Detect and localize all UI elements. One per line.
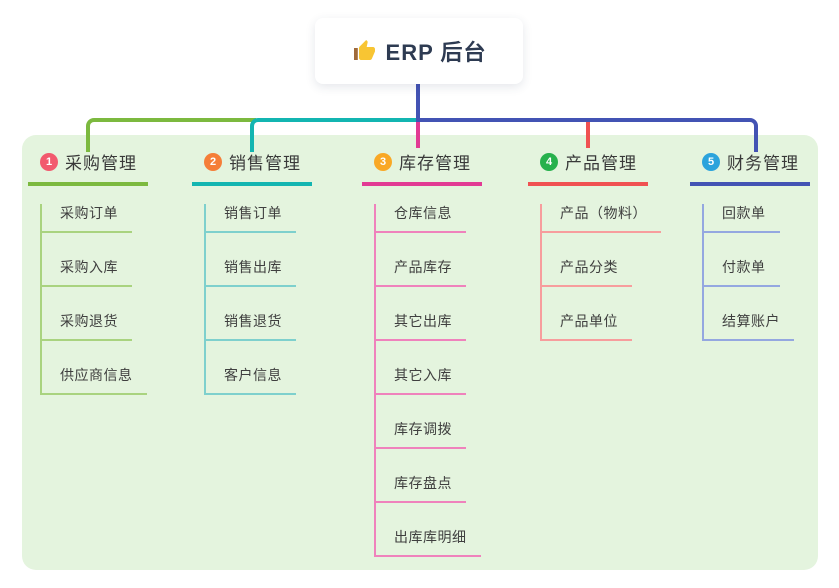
- mindmap-node[interactable]: 采购退货: [42, 312, 132, 341]
- branch-title-label: 产品管理: [565, 154, 637, 173]
- mindmap-node[interactable]: 产品单位: [542, 312, 632, 341]
- mindmap-background-panel: [22, 135, 818, 570]
- branch-connector-line: [586, 122, 590, 148]
- branch-1: 1 采购管理采购订单采购入库采购退货供应商信息: [28, 149, 148, 395]
- branch-3-children: 仓库信息产品库存其它出库其它入库库存调拨库存盘点出库库明细: [374, 204, 482, 557]
- mindmap-node[interactable]: 销售订单: [206, 204, 296, 233]
- branch-title-label: 财务管理: [727, 154, 799, 173]
- mindmap-node[interactable]: 采购入库: [42, 258, 132, 287]
- branch-4-title[interactable]: 4 产品管理: [528, 149, 648, 186]
- branch-number-badge: 2: [204, 152, 222, 171]
- branch-number-badge: 1: [40, 152, 58, 171]
- branch-connector-line: [86, 118, 256, 152]
- branch-5: 5 财务管理回款单付款单结算账户: [690, 149, 810, 341]
- branch-connector-line: [418, 118, 758, 152]
- mindmap-node[interactable]: 回款单: [704, 204, 780, 233]
- mindmap-node[interactable]: 产品库存: [376, 258, 466, 287]
- mindmap-node[interactable]: 出库库明细: [376, 528, 481, 557]
- branch-connector-line: [250, 118, 422, 152]
- branch-2-title[interactable]: 2 销售管理: [192, 149, 312, 186]
- branch-5-children: 回款单付款单结算账户: [702, 204, 810, 341]
- branch-number-badge: 3: [374, 152, 392, 171]
- mindmap-node[interactable]: 仓库信息: [376, 204, 466, 233]
- branch-title-label: 销售管理: [229, 154, 301, 173]
- branch-connector-line: [416, 122, 420, 148]
- mindmap-node[interactable]: 销售出库: [206, 258, 296, 287]
- root-label: ERP 后台: [385, 40, 487, 65]
- root-connector-line: [416, 83, 420, 122]
- mindmap-node[interactable]: 销售退货: [206, 312, 296, 341]
- mindmap-node[interactable]: 付款单: [704, 258, 780, 287]
- thumbs-up-icon: [352, 39, 376, 63]
- branch-2-children: 销售订单销售出库销售退货客户信息: [204, 204, 312, 395]
- mindmap-node[interactable]: 库存盘点: [376, 474, 466, 503]
- branch-number-badge: 4: [540, 152, 558, 171]
- mindmap-node[interactable]: 其它出库: [376, 312, 466, 341]
- branch-3: 3 库存管理仓库信息产品库存其它出库其它入库库存调拨库存盘点出库库明细: [362, 149, 482, 557]
- branch-4-children: 产品（物料） 产品分类产品单位: [540, 204, 661, 341]
- mindmap-node[interactable]: 库存调拨: [376, 420, 466, 449]
- root-node-erp[interactable]: ERP 后台: [315, 18, 523, 84]
- mindmap-node[interactable]: 产品分类: [542, 258, 632, 287]
- branch-2: 2 销售管理销售订单销售出库销售退货客户信息: [192, 149, 312, 395]
- branch-1-title[interactable]: 1 采购管理: [28, 149, 148, 186]
- mindmap-node[interactable]: 客户信息: [206, 366, 296, 395]
- branch-title-label: 采购管理: [65, 154, 137, 173]
- mindmap-node[interactable]: 其它入库: [376, 366, 466, 395]
- mindmap-node[interactable]: 采购订单: [42, 204, 132, 233]
- mindmap-node[interactable]: 结算账户: [704, 312, 794, 341]
- mindmap-node[interactable]: 产品（物料）: [542, 204, 661, 233]
- branch-5-title[interactable]: 5 财务管理: [690, 149, 810, 186]
- branch-number-badge: 5: [702, 152, 720, 171]
- branch-1-children: 采购订单采购入库采购退货供应商信息: [40, 204, 148, 395]
- branch-title-label: 库存管理: [399, 154, 471, 173]
- mindmap-node[interactable]: 供应商信息: [42, 366, 147, 395]
- branch-4: 4 产品管理产品（物料） 产品分类产品单位: [528, 149, 661, 341]
- branch-3-title[interactable]: 3 库存管理: [362, 149, 482, 186]
